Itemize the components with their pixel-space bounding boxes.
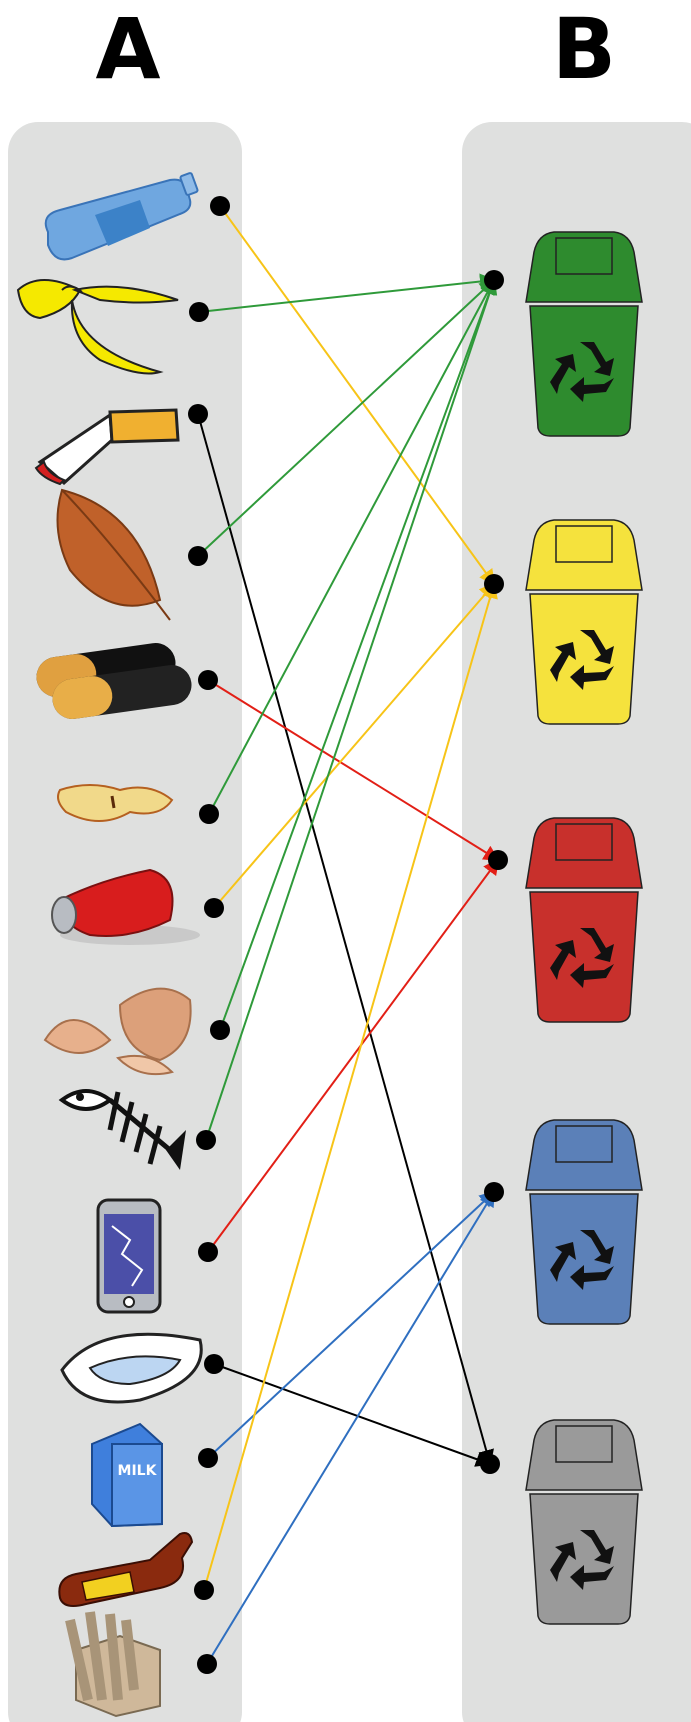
connector-apple-core-to-green-bin[interactable] xyxy=(208,278,495,815)
cigarette-butt-icon xyxy=(34,408,180,486)
bin-dot-blue-bin[interactable] xyxy=(484,1182,504,1202)
column-a-title: A xyxy=(95,0,160,98)
yellow-bin-icon xyxy=(525,519,643,725)
connector-dry-leaf-to-green-bin[interactable] xyxy=(197,278,496,557)
connector-sanitary-pad-to-gray-bin[interactable] xyxy=(213,1363,492,1467)
connector-broken-phone-to-red-bin[interactable] xyxy=(207,858,500,1253)
milk-carton-label: MILK xyxy=(118,1463,158,1479)
item-dot-dry-leaf[interactable] xyxy=(188,546,208,566)
connector-cardboard-box-to-blue-bin[interactable] xyxy=(206,1190,496,1665)
crushed-can-icon xyxy=(51,868,200,945)
connector-eggshells-to-green-bin[interactable] xyxy=(219,278,497,1031)
item-dot-broken-phone[interactable] xyxy=(198,1242,218,1262)
milk-carton-icon: MILK xyxy=(91,1422,163,1528)
blue-bin-icon xyxy=(525,1119,643,1325)
item-dot-fish-bone[interactable] xyxy=(196,1130,216,1150)
connector-crushed-can-to-yellow-bin[interactable] xyxy=(213,582,496,909)
bin-dot-gray-bin[interactable] xyxy=(480,1454,500,1474)
item-dot-glass-bottle[interactable] xyxy=(194,1580,214,1600)
bin-dot-red-bin[interactable] xyxy=(488,850,508,870)
item-dot-milk-carton[interactable] xyxy=(198,1448,218,1468)
item-dot-apple-core[interactable] xyxy=(199,804,219,824)
connector-glass-bottle-to-yellow-bin[interactable] xyxy=(203,582,498,1591)
connector-batteries-to-red-bin[interactable] xyxy=(207,679,500,862)
gray-bin-icon xyxy=(525,1419,643,1625)
batteries-icon xyxy=(36,643,192,719)
item-dot-crushed-can[interactable] xyxy=(204,898,224,918)
bin-dot-green-bin[interactable] xyxy=(484,270,504,290)
eggshells-icon xyxy=(43,987,192,1076)
item-dot-batteries[interactable] xyxy=(198,670,218,690)
bin-dot-yellow-bin[interactable] xyxy=(484,574,504,594)
item-dot-sanitary-pad[interactable] xyxy=(204,1354,224,1374)
item-dot-cardboard-box[interactable] xyxy=(197,1654,217,1674)
sanitary-pad-icon xyxy=(60,1332,203,1404)
connector-cigarette-butt-to-gray-bin[interactable] xyxy=(197,413,494,1466)
item-dot-banana-peel[interactable] xyxy=(189,302,209,322)
fish-bone-icon xyxy=(58,1089,186,1170)
connector-banana-peel-to-green-bin[interactable] xyxy=(198,273,496,313)
broken-phone-icon xyxy=(96,1198,162,1314)
glass-bottle-icon xyxy=(58,1532,194,1607)
red-bin-icon xyxy=(525,817,643,1023)
plastic-bottle-icon xyxy=(44,172,199,261)
banana-peel-icon xyxy=(16,279,179,375)
connector-fish-bone-to-green-bin[interactable] xyxy=(205,278,498,1141)
item-dot-plastic-bottle[interactable] xyxy=(210,196,230,216)
apple-core-icon xyxy=(57,784,174,822)
item-dot-cigarette-butt[interactable] xyxy=(188,404,208,424)
connector-plastic-bottle-to-yellow-bin[interactable] xyxy=(219,205,496,586)
dry-leaf-icon xyxy=(56,488,171,621)
cardboard-box-icon xyxy=(65,1611,161,1718)
item-dot-eggshells[interactable] xyxy=(210,1020,230,1040)
green-bin-icon xyxy=(525,231,643,437)
column-b-title: B xyxy=(552,0,616,98)
